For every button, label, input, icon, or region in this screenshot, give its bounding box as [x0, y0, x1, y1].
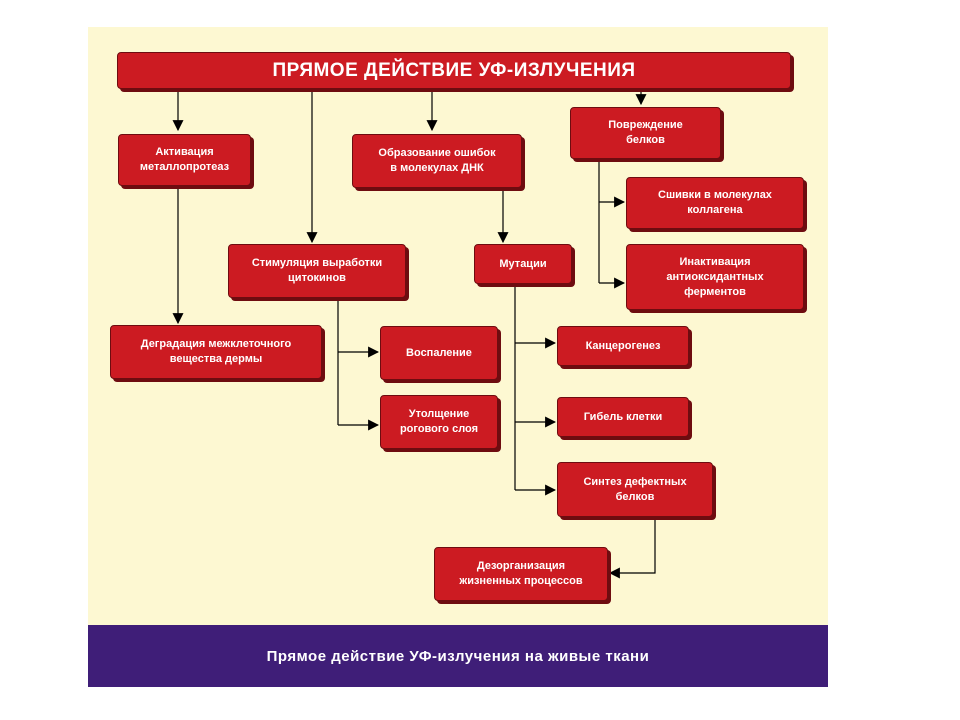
node-collagen: Сшивки в молекулах коллагена	[626, 177, 804, 229]
node-carcinogenesis: Канцерогенез	[557, 326, 689, 366]
arrow-defective-disorganization	[608, 518, 656, 579]
node-cell-death: Гибель клетки	[557, 397, 689, 437]
node-defective: Синтез дефектных белков	[557, 462, 713, 517]
node-protein-damage: Повреждение белков	[570, 107, 721, 159]
node-mutations: Мутации	[474, 244, 572, 284]
node-activation: Активация металлопротеаз	[118, 134, 251, 186]
figure-caption: Прямое действие УФ-излучения на живые тк…	[88, 625, 828, 687]
node-dna-errors: Образование ошибок в молекулах ДНК	[352, 134, 522, 188]
node-disorganization: Дезорганизация жизненных процессов	[434, 547, 608, 601]
node-thickening: Утолщение рогового слоя	[380, 395, 498, 449]
node-cytokines: Стимуляция выработки цитокинов	[228, 244, 406, 298]
node-antioxidant: Инактивация антиоксидантных ферментов	[626, 244, 804, 310]
node-inflammation: Воспаление	[380, 326, 498, 380]
diagram-title: ПРЯМОЕ ДЕЙСТВИЕ УФ-ИЗЛУЧЕНИЯ	[117, 52, 791, 89]
node-degradation: Деградация межклеточного вещества дермы	[110, 325, 322, 379]
